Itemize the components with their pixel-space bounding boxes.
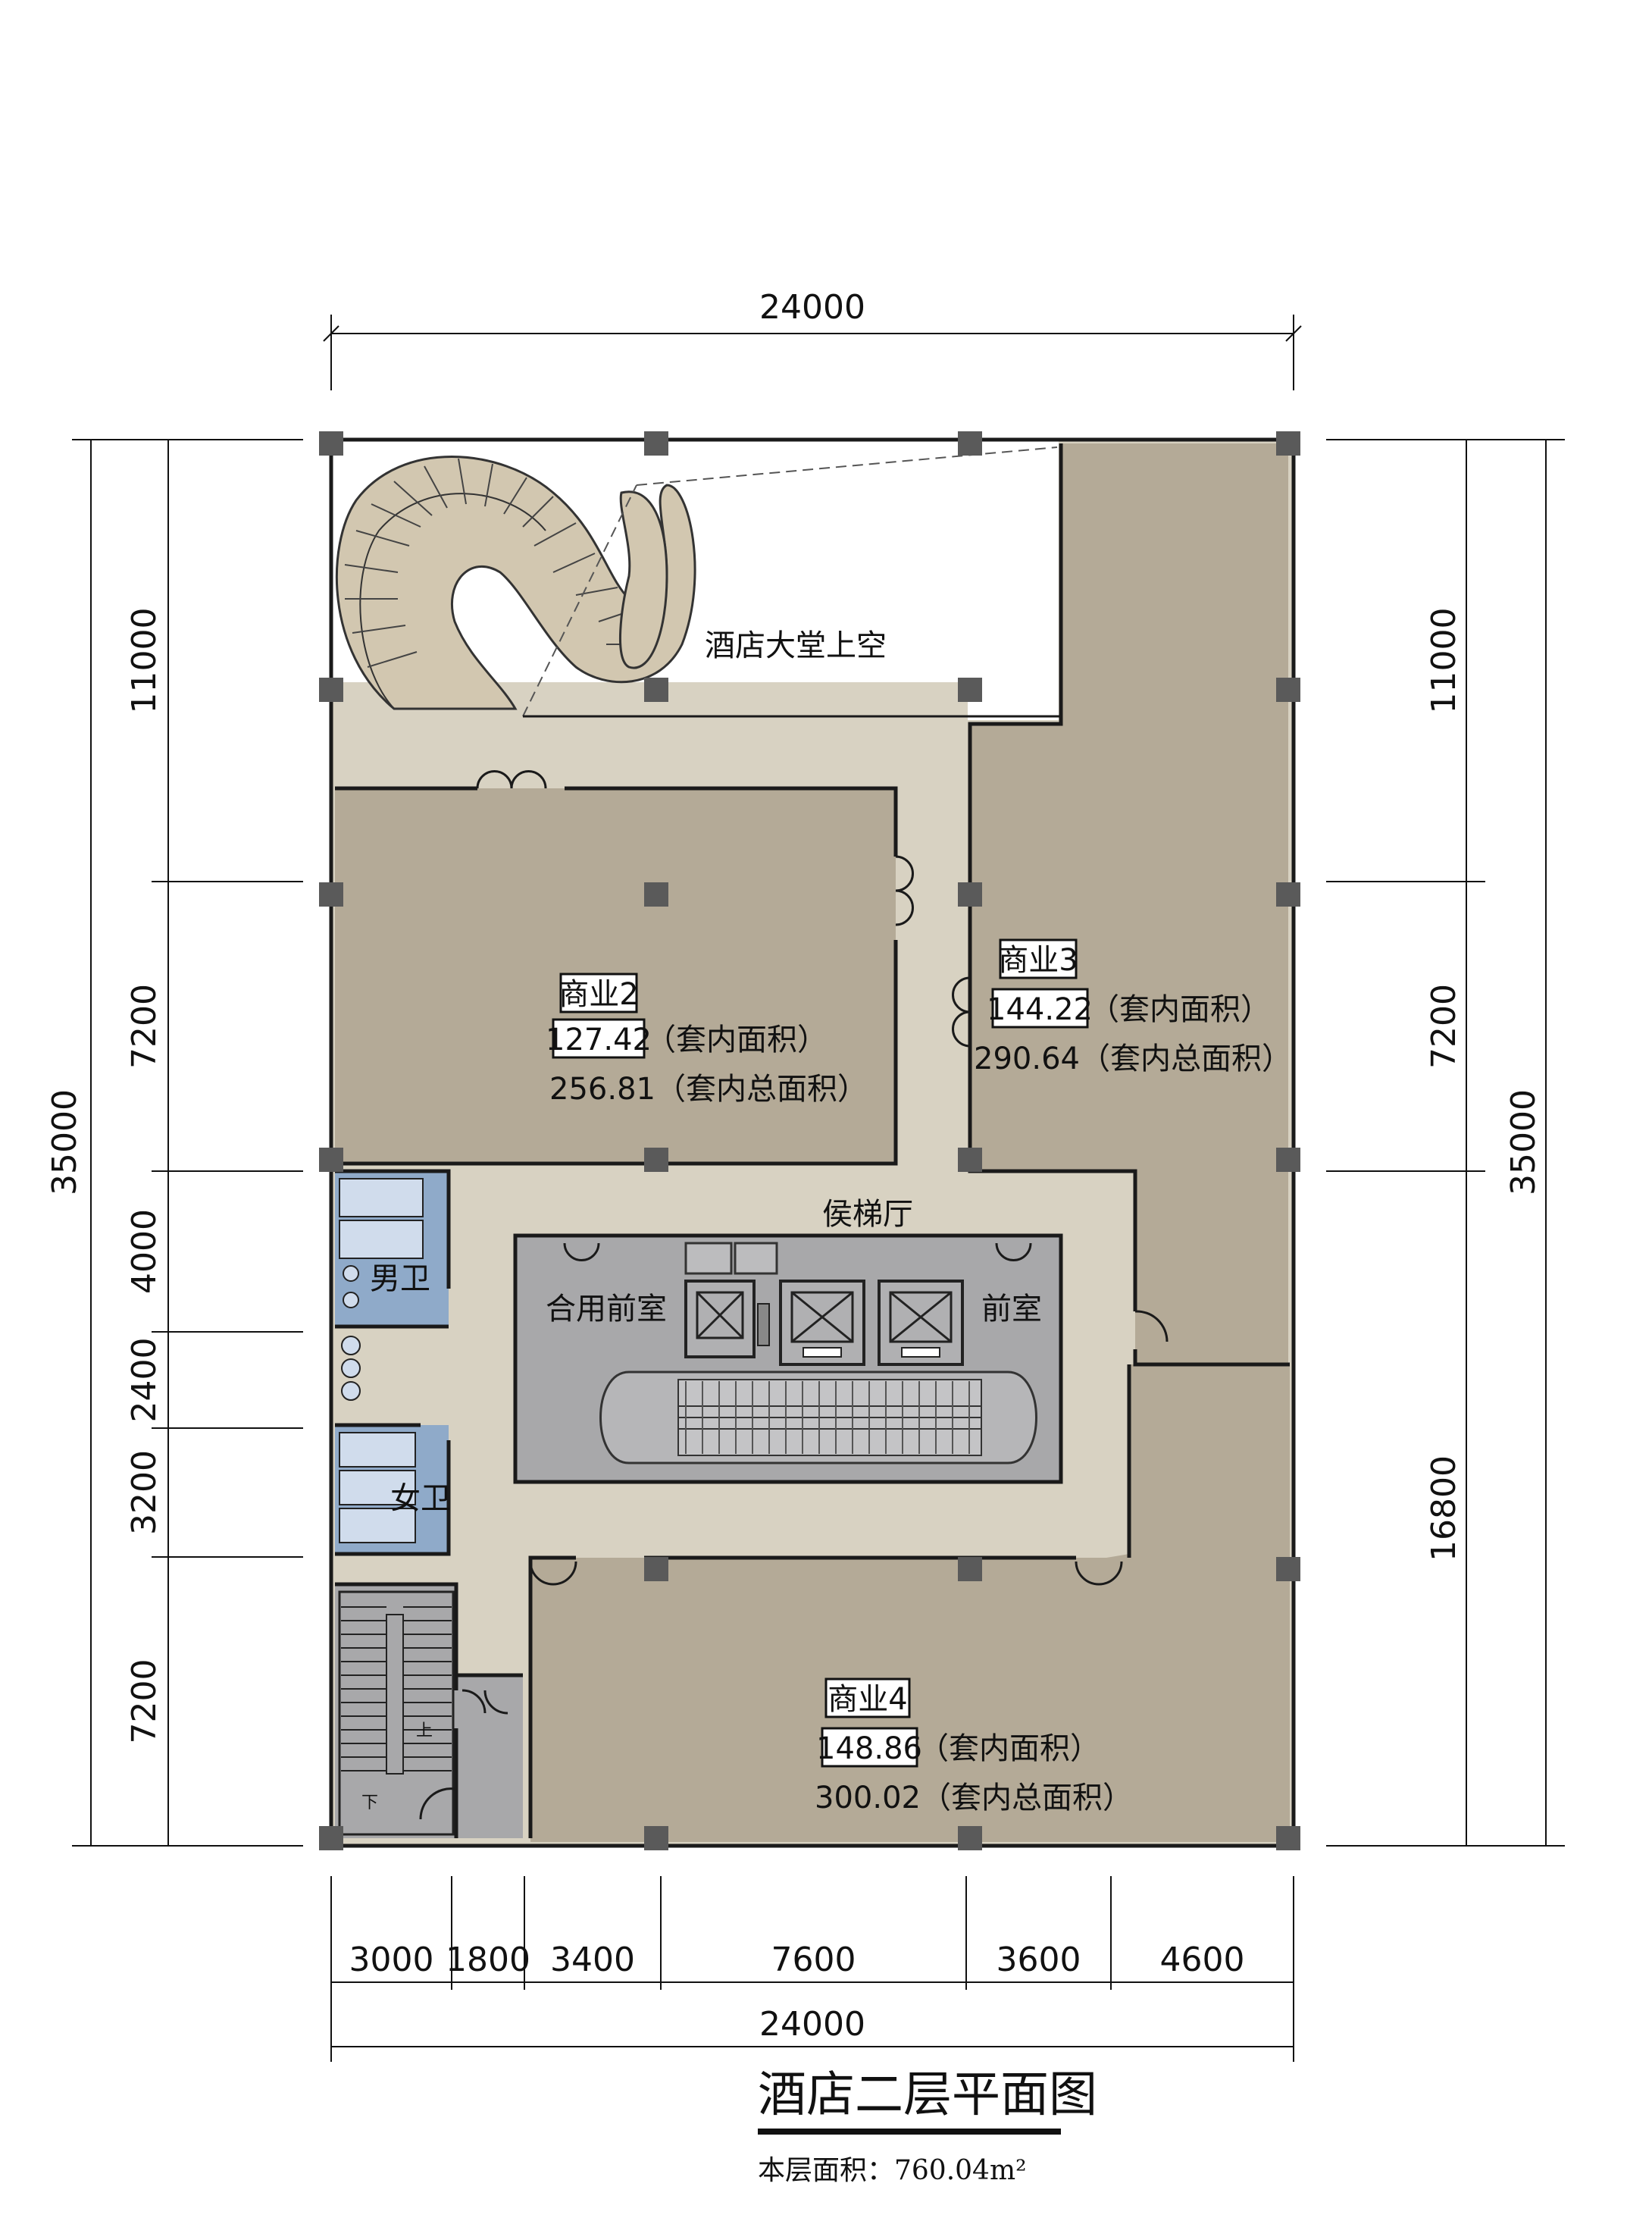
- commercial3-label: 商业3 144.22 （套内面积） 290.64（套内总面积）: [974, 938, 1292, 1076]
- dim-bottom-segment: 1800: [446, 1941, 530, 1979]
- spiral-stair: [335, 446, 1058, 717]
- svg-text:300.02（套内总面积）: 300.02（套内总面积）: [815, 1781, 1133, 1815]
- column: [1276, 1148, 1300, 1172]
- dim-top-total: 24000: [759, 288, 865, 327]
- commercial3-room: [970, 443, 1288, 1364]
- column: [644, 1826, 668, 1850]
- stair-down-label: 下: [361, 1793, 378, 1812]
- column: [958, 431, 982, 456]
- dim-left-segments: 11000 7200 4000 2400 3200 7200: [125, 608, 164, 1744]
- lobby-void-label: 酒店大堂上空: [705, 628, 887, 663]
- mens-wc-label: 男卫: [370, 1261, 430, 1296]
- svg-text:290.64（套内总面积）: 290.64（套内总面积）: [974, 1042, 1292, 1076]
- column: [958, 678, 982, 702]
- svg-text:（套内面积）: （套内面积）: [1089, 992, 1271, 1027]
- dim-bottom-segment: 3000: [349, 1941, 434, 1979]
- doors: [419, 770, 1169, 1820]
- svg-text:（套内面积）: （套内面积）: [918, 1731, 1100, 1766]
- column: [319, 678, 343, 702]
- svg-text:127.42: 127.42: [546, 1023, 652, 1057]
- column: [958, 1148, 982, 1172]
- column: [644, 1557, 668, 1581]
- elevators: [684, 1242, 964, 1366]
- column: [958, 1826, 982, 1850]
- dim-left-segment: 2400: [125, 1338, 164, 1423]
- anteroom-label: 前室: [981, 1292, 1042, 1327]
- dim-left-segment: 7200: [125, 1659, 164, 1744]
- dim-left-segment: 3200: [125, 1450, 164, 1535]
- column: [319, 431, 343, 456]
- dim-right-segments: 11000 7200 16800: [1425, 608, 1463, 1562]
- column: [644, 431, 668, 456]
- svg-text:（套内面积）: （套内面积）: [646, 1023, 828, 1057]
- commercial4-room: [530, 1364, 1290, 1842]
- stair-up-label: 上: [416, 1721, 433, 1740]
- svg-text:商业3: 商业3: [998, 943, 1078, 978]
- fire-stair: [338, 1590, 455, 1836]
- walls: [329, 437, 1296, 1848]
- column: [644, 1148, 668, 1172]
- toilet-fixtures: [339, 1178, 424, 1543]
- dim-right-segment: 16800: [1425, 1455, 1463, 1562]
- columns: [319, 431, 1300, 1850]
- stair-landing: [456, 1675, 523, 1838]
- womens-wc-label: 女卫: [390, 1481, 451, 1516]
- stair-core: [335, 1584, 456, 1838]
- column: [644, 882, 668, 907]
- elevator-3: [878, 1280, 964, 1366]
- column: [958, 1557, 982, 1581]
- plan-subtitle: 本层面积：760.04m²: [758, 2155, 1027, 2186]
- column: [1276, 1557, 1300, 1581]
- dim-right-segment: 7200: [1425, 984, 1463, 1069]
- column: [319, 1148, 343, 1172]
- svg-text:144.22: 144.22: [987, 992, 1093, 1027]
- column: [958, 882, 982, 907]
- svg-text:148.86: 148.86: [816, 1731, 922, 1766]
- dim-bottom-segment: 7600: [771, 1941, 856, 1979]
- column: [644, 678, 668, 702]
- column: [1276, 1826, 1300, 1850]
- column: [1276, 882, 1300, 907]
- dim-right-segment: 11000: [1425, 608, 1463, 714]
- dim-bottom-segments: 3000 1800 3400 7600 3600 4600: [349, 1941, 1245, 1979]
- svg-text:商业4: 商业4: [828, 1682, 907, 1717]
- column: [319, 882, 343, 907]
- column: [1276, 431, 1300, 456]
- dim-bottom-segment: 3600: [997, 1941, 1081, 1979]
- dim-left-total: 35000: [45, 1089, 84, 1195]
- dim-bottom-segment: 4600: [1160, 1941, 1245, 1979]
- dim-bottom-total: 24000: [759, 2005, 865, 2044]
- dim-left-segment: 4000: [125, 1209, 164, 1294]
- elevator-1: [684, 1280, 756, 1358]
- column: [1276, 678, 1300, 702]
- commercial2-label: 商业2 127.42 （套内面积） 256.81（套内总面积）: [546, 973, 868, 1107]
- dim-left-segment: 11000: [125, 608, 164, 714]
- plan-title: 酒店二层平面图: [758, 2067, 1097, 2123]
- commercial4-label: 商业4 148.86 （套内面积） 300.02（套内总面积）: [815, 1677, 1133, 1815]
- shared-anteroom-label: 合用前室: [546, 1292, 667, 1327]
- svg-text:256.81（套内总面积）: 256.81（套内总面积）: [549, 1072, 868, 1107]
- column: [319, 1826, 343, 1850]
- dim-left-segment: 7200: [125, 984, 164, 1069]
- escalator: [599, 1371, 1037, 1464]
- elevator-2: [779, 1280, 865, 1366]
- dimension-lines: [72, 315, 1565, 2062]
- dim-right-total: 35000: [1504, 1089, 1543, 1195]
- elevator-hall-label: 侯梯厅: [822, 1197, 913, 1232]
- svg-text:商业2: 商业2: [558, 977, 638, 1012]
- dim-bottom-segment: 3400: [550, 1941, 635, 1979]
